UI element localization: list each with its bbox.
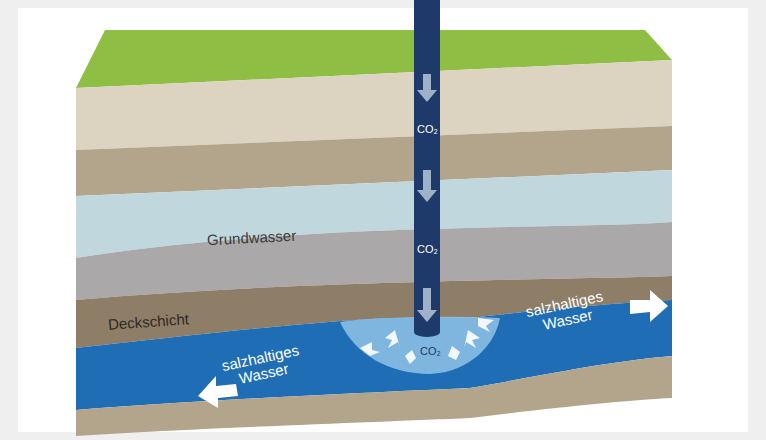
injection-pipe xyxy=(414,0,440,332)
outflow-arrow xyxy=(630,290,668,322)
gas-label: CO₂ xyxy=(417,124,438,136)
gas-label: CO₂ xyxy=(417,244,438,256)
outflow-arrow xyxy=(198,376,238,408)
flow-arrows xyxy=(417,74,437,322)
bottom-layer xyxy=(76,356,672,436)
gas-label: CO₂ xyxy=(420,346,441,358)
